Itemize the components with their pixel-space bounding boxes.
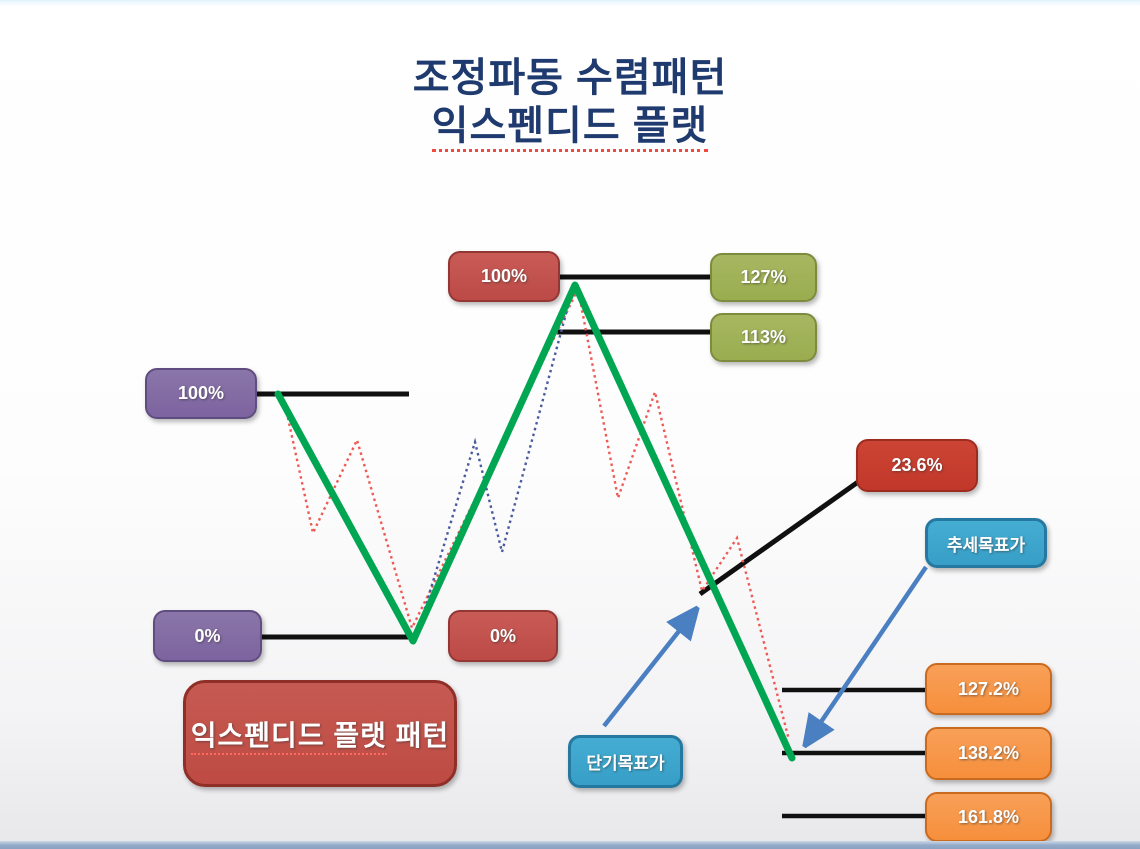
label-fib-0-left-text: 0% [194,625,221,646]
blue-dotted-wave [414,294,573,639]
slide-title-line2: 익스펜디드 플랫 [0,102,1140,152]
label-fib-1272-text: 127.2% [957,678,1020,699]
label-fib-1618-text: 161.8% [957,806,1020,827]
green-main-wave [274,281,796,762]
label-fib-0-left: 0% [153,610,262,662]
top-edge-strip [0,0,1140,6]
red-dotted-wave [282,285,791,741]
label-fib-1272: 127.2% [925,663,1052,715]
label-fib-113: 113% [710,313,817,362]
label-fib-100-top-text: 100% [480,266,528,286]
label-fib-127-text: 127% [740,267,787,287]
slide-title-line2-text: 익스펜디드 플랫 [431,104,709,152]
bottom-edge-bar [0,841,1140,849]
label-fib-1618: 161.8% [925,792,1052,842]
label-short-target-text: 단기목표가 [586,754,665,773]
label-fib-100-left: 100% [145,368,257,419]
label-fib-0-mid-text: 0% [489,625,516,646]
label-trend-target: 추세목표가 [925,518,1047,568]
label-short-target: 단기목표가 [568,735,683,788]
label-fib-1382-text: 138.2% [957,743,1020,763]
label-fib-236: 23.6% [856,439,978,492]
label-fib-1382: 138.2% [925,727,1052,780]
slide-title: 조정파동 수렴패턴 익스펜디드 플랫 [0,54,1140,152]
label-pattern-name-text: 익스펜디드 플랫 패턴 [190,714,450,755]
label-fib-100-left-text: 100% [177,383,225,403]
label-fib-236-text: 23.6% [891,455,943,475]
label-fib-100-top: 100% [448,251,560,302]
label-fib-0-mid: 0% [448,610,558,662]
label-trend-target-text: 추세목표가 [946,535,1026,555]
label-pattern-name: 익스펜디드 플랫 패턴 [183,680,457,787]
label-pattern-underlined: 익스펜디드 플랫 [190,719,387,755]
trend-target-arrow [804,565,928,747]
label-fib-113-text: 113% [740,327,787,347]
label-pattern-rest: 패턴 [386,719,450,751]
slide-title-line1: 조정파동 수렴패턴 [412,56,728,100]
label-fib-127: 127% [710,253,817,302]
connector-retrace-to-236 [698,479,860,597]
short-target-arrow [602,607,698,728]
